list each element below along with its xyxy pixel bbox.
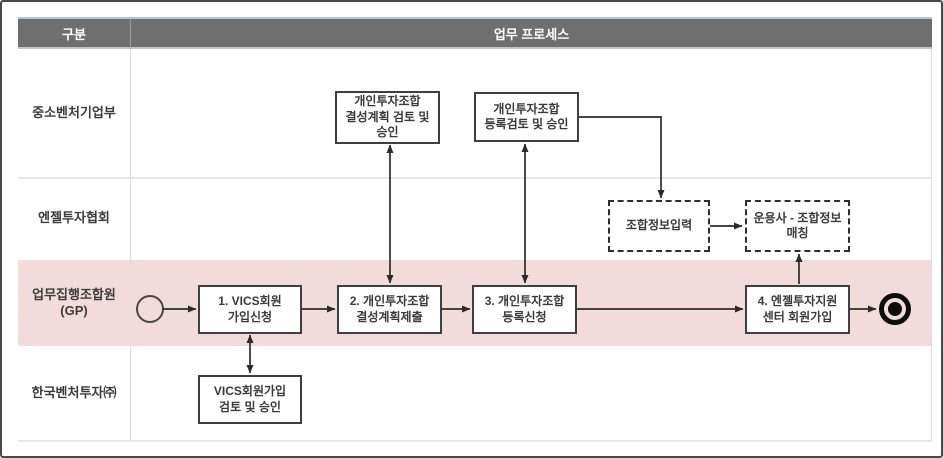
task-registration-review: 개인투자조합 등록검토 및 승인 <box>474 92 579 142</box>
header-process-label: 업무 프로세스 <box>493 26 570 42</box>
end-event-icon <box>879 293 911 325</box>
lane-divider-bottom <box>18 440 932 442</box>
task-step1-vics-signup: 1. VICS회원 가입신청 <box>198 285 302 334</box>
lane-label-gp: 업무집행조합원 (GP) <box>32 286 116 318</box>
lane-divider-1 <box>18 177 932 179</box>
header-process-cell: 업무 프로세스 <box>130 17 932 49</box>
task-step2-plan-submit: 2. 개인투자조합 결성계획제출 <box>337 285 442 334</box>
label-column-divider <box>130 49 131 440</box>
end-event-core <box>888 302 902 316</box>
lane-label-smes-ministry: 중소벤처기업부 <box>32 104 116 120</box>
header-category-cell: 구분 <box>18 17 130 49</box>
start-event-icon <box>136 295 164 323</box>
header-category-label: 구분 <box>62 26 86 42</box>
task-manager-fund-matching: 운용사 - 조합정보 매칭 <box>745 200 850 252</box>
task-vics-membership-review: VICS회원가입 검토 및 승인 <box>198 375 302 424</box>
connector-reg-review-info-input <box>579 116 665 199</box>
lane-label-angel-association: 엔젤투자협회 <box>38 210 110 226</box>
table-right-border <box>931 49 932 440</box>
task-step4-center-signup: 4. 엔젤투자지원 센터 회원가입 <box>745 285 850 334</box>
task-fund-info-input: 조합정보입력 <box>608 200 710 252</box>
task-step3-registration-apply: 3. 개인투자조합 등록신청 <box>472 285 577 334</box>
lane-label-korea-venture-investment: 한국벤처투자㈜ <box>31 384 117 400</box>
task-plan-review: 개인투자조합 결성계획 검토 및 승인 <box>335 91 440 144</box>
